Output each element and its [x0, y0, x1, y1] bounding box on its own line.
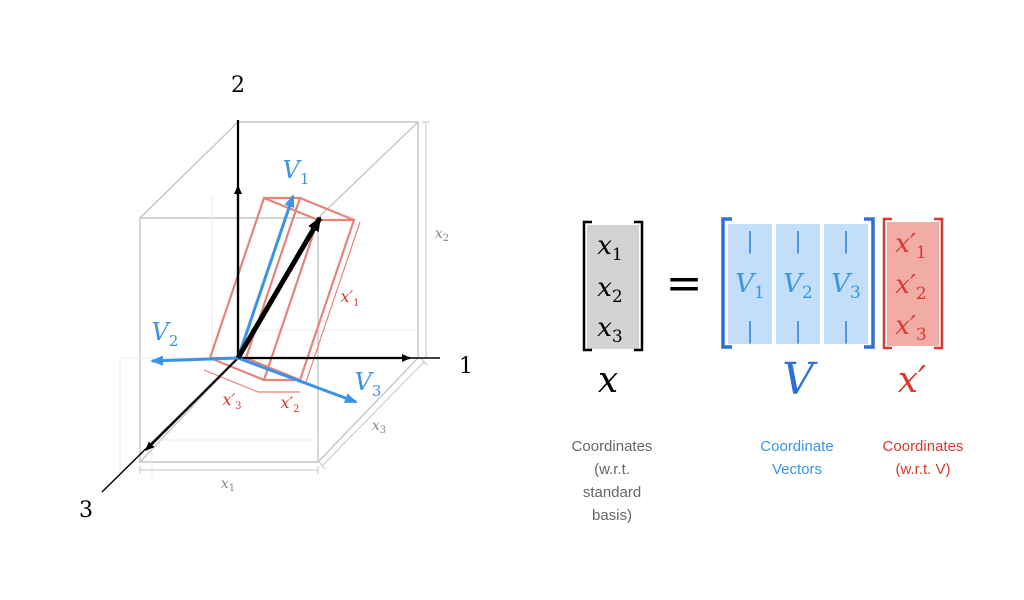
v-col-1-top-bar: | — [746, 229, 753, 254]
xprime-caption-line-2: (w.r.t. V) — [895, 461, 950, 478]
xprime-entry-1: x′1 — [895, 229, 926, 263]
v3-label: V3 — [355, 368, 382, 400]
e3-arrow — [145, 357, 239, 451]
x-entry-1: x1 — [597, 231, 623, 265]
x-entry-3: x3 — [597, 313, 623, 347]
v-caption: Coordinate Vectors — [760, 438, 833, 478]
v-col-2-bottom-bar: | — [794, 319, 801, 344]
v2-arrow — [150, 355, 239, 366]
xprime-right-bracket — [934, 217, 944, 350]
x-right-bracket — [634, 220, 644, 352]
x2-dim-label: x2 — [435, 226, 449, 244]
x-caption-line-4: basis) — [592, 507, 632, 524]
x-caption-line-1: Coordinates — [572, 438, 653, 455]
v2-label: V2 — [152, 318, 179, 350]
v-right-bracket — [864, 217, 875, 349]
x-entry-2: x2 — [597, 273, 623, 307]
v-column-1-fill — [728, 224, 772, 344]
v1-label: V1 — [283, 156, 310, 188]
x1-dim-label: x1 — [221, 476, 235, 494]
x-left-bracket — [582, 220, 592, 352]
xp3-fig-label: x′3 — [222, 390, 241, 412]
v-col-1-label: V1 — [735, 269, 765, 303]
equation: x1 x2 x3 = | V1 | | V2 | | V3 | — [572, 217, 964, 524]
3d-figure: 1 2 3 x1 x2 x3 V1 V2 V3 x′1 x′2 x′3 — [79, 73, 473, 523]
axis-2-label: 2 — [231, 73, 245, 98]
v-column-3-fill — [824, 224, 868, 344]
axis-1-label: 1 — [459, 354, 473, 379]
v-name: V — [782, 354, 818, 405]
xp2-fig-label: x′2 — [280, 393, 299, 415]
v-matrix: | V1 | | V2 | | V3 | — [721, 217, 875, 349]
x3-dim-label: x3 — [372, 418, 386, 436]
v3-arrow — [237, 356, 358, 404]
xp1-fig-label: x′1 — [340, 287, 359, 309]
v-left-bracket — [721, 217, 732, 349]
x-vector-fill — [587, 225, 639, 349]
x-caption-line-3: standard — [583, 484, 641, 501]
xprime-left-bracket — [882, 217, 892, 350]
equals-sign: = — [666, 258, 703, 309]
xprime-caption: Coordinates (w.r.t. V) — [883, 438, 964, 478]
x-caption-line-2: (w.r.t. — [594, 461, 630, 478]
v-caption-line-2: Vectors — [772, 461, 822, 478]
xprime-brackets — [203, 221, 361, 393]
v1-arrow — [236, 194, 295, 359]
v-col-1-bottom-bar: | — [746, 319, 753, 344]
xprime-name: x′ — [898, 360, 926, 401]
x-name: x — [598, 360, 618, 401]
v-col-2-label: V2 — [783, 269, 813, 303]
xprime-entry-2: x′2 — [895, 270, 926, 304]
v-col-3-top-bar: | — [842, 229, 849, 254]
v-col-2-top-bar: | — [794, 229, 801, 254]
xprime-column-vector: x′1 x′2 x′3 — [882, 217, 944, 350]
v-caption-line-1: Coordinate — [760, 438, 833, 455]
xprime-entry-3: x′3 — [895, 311, 926, 345]
v-column-2-fill — [776, 224, 820, 344]
v-col-3-bottom-bar: | — [842, 319, 849, 344]
x-vector-arrow — [235, 216, 323, 360]
xprime-vector-fill — [887, 222, 939, 346]
x-column-vector: x1 x2 x3 — [582, 220, 644, 352]
v-col-3-label: V3 — [831, 269, 861, 303]
xprime-caption-line-1: Coordinates — [883, 438, 964, 455]
axis-3-label: 3 — [79, 498, 93, 523]
x-caption: Coordinates (w.r.t. standard basis) — [572, 438, 653, 524]
